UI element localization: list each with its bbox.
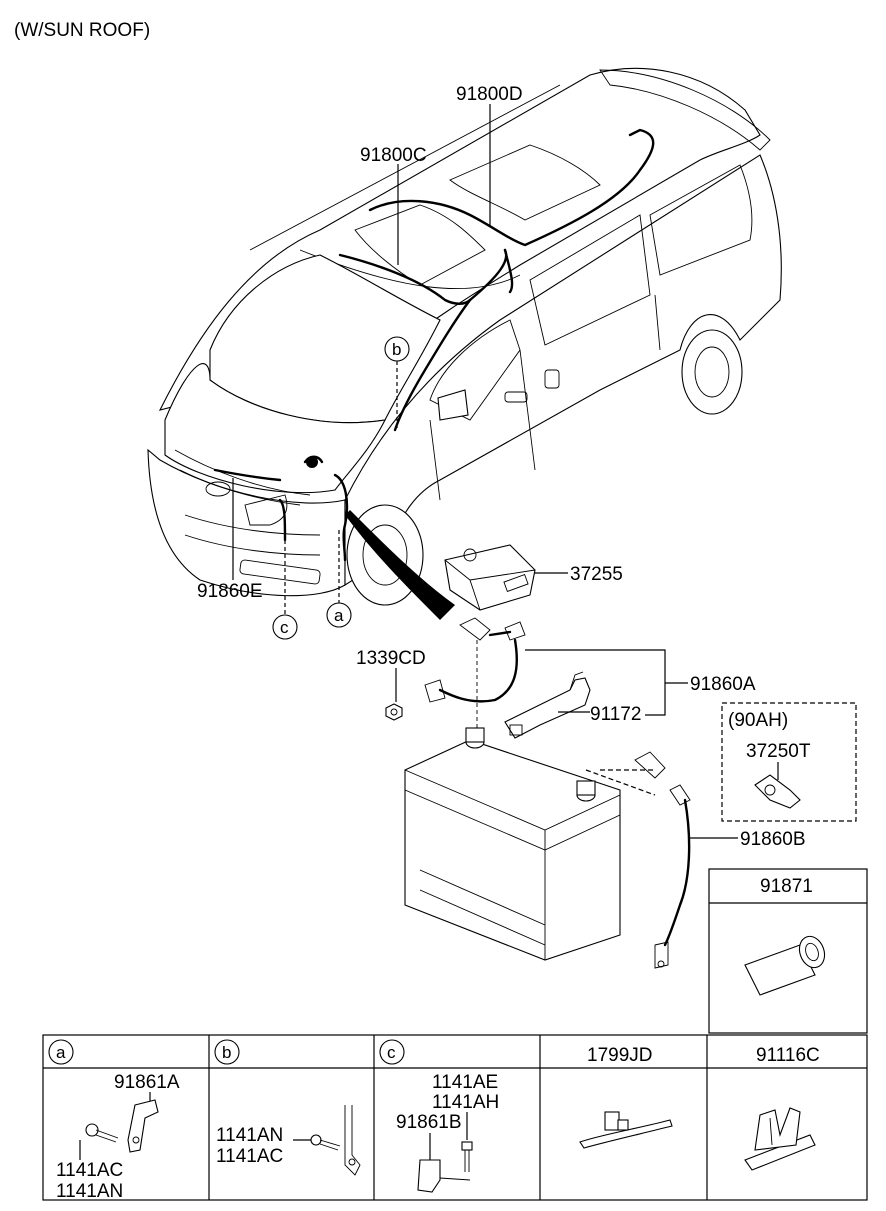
bolt-a — [85, 1123, 119, 1143]
svg-text:c: c — [280, 618, 289, 637]
panel-a-part-2: 1141AC — [56, 1160, 123, 1181]
panel-c-part-2: 1141AH — [432, 1092, 499, 1113]
terminal-37250T — [754, 774, 801, 809]
label-37250T: 37250T — [746, 741, 811, 762]
label-91800C: 91800C — [360, 145, 427, 166]
bracket — [504, 671, 591, 739]
battery — [404, 727, 621, 961]
bracket-91861A — [127, 1099, 159, 1153]
panel-c-part-3: 91861B — [396, 1112, 462, 1133]
bolt-c — [461, 1141, 473, 1172]
bracket-b — [344, 1105, 361, 1176]
label-37255: 37255 — [570, 564, 623, 585]
svg-text:b: b — [222, 1043, 231, 1062]
panel-a-marker — [48, 1039, 74, 1065]
label-91860B: 91860B — [740, 829, 806, 850]
svg-text:b: b — [392, 340, 401, 359]
detail-table — [42, 1034, 868, 1201]
svg-text:a: a — [56, 1043, 66, 1062]
label-91860A: 91860A — [690, 674, 756, 695]
label-91172: 91172 — [590, 704, 641, 725]
svg-text:a: a — [334, 606, 344, 625]
roof-harness — [338, 128, 655, 432]
label-1339CD: 1339CD — [356, 648, 426, 669]
label-91800D: 91800D — [456, 84, 523, 105]
battery-cable-b — [634, 751, 691, 969]
variant-note: (W/SUN ROOF) — [14, 20, 150, 41]
option-90ah-box — [721, 702, 857, 822]
label-90AH: (90AH) — [728, 710, 788, 731]
van-illustration — [147, 67, 782, 606]
marker-a — [326, 602, 352, 628]
relay-box — [444, 544, 536, 611]
panel-c-marker — [379, 1039, 405, 1065]
panel-1799JD-title: 1799JD — [587, 1045, 653, 1066]
battery-cable-a — [424, 617, 526, 730]
panel-91871-title: 91871 — [760, 876, 813, 897]
panel-a-part-3: 1141AN — [56, 1181, 123, 1202]
marker-c — [272, 614, 298, 640]
panel-a-part-1: 91861A — [114, 1072, 180, 1093]
panel-91116C-title: 91116C — [756, 1045, 820, 1066]
front-harness — [213, 455, 349, 562]
panel-b-part-2: 1141AC — [216, 1146, 283, 1167]
panel-91871 — [708, 868, 868, 1034]
panel-b-part-1: 1141AN — [216, 1125, 283, 1146]
bracket-91861B — [417, 1159, 471, 1193]
marker-b — [384, 336, 410, 362]
label-91860E: 91860E — [197, 581, 263, 602]
nut — [385, 703, 403, 721]
panel-c-part-1: 1141AE — [432, 1072, 498, 1093]
panel-b-marker — [214, 1039, 240, 1065]
callout-arrow — [345, 510, 455, 620]
clip-91116C — [744, 1107, 816, 1171]
svg-text:c: c — [387, 1043, 396, 1062]
cable-tie-1799JD — [579, 1111, 673, 1149]
bolt-b — [310, 1134, 341, 1151]
grommet-91871 — [744, 935, 826, 996]
